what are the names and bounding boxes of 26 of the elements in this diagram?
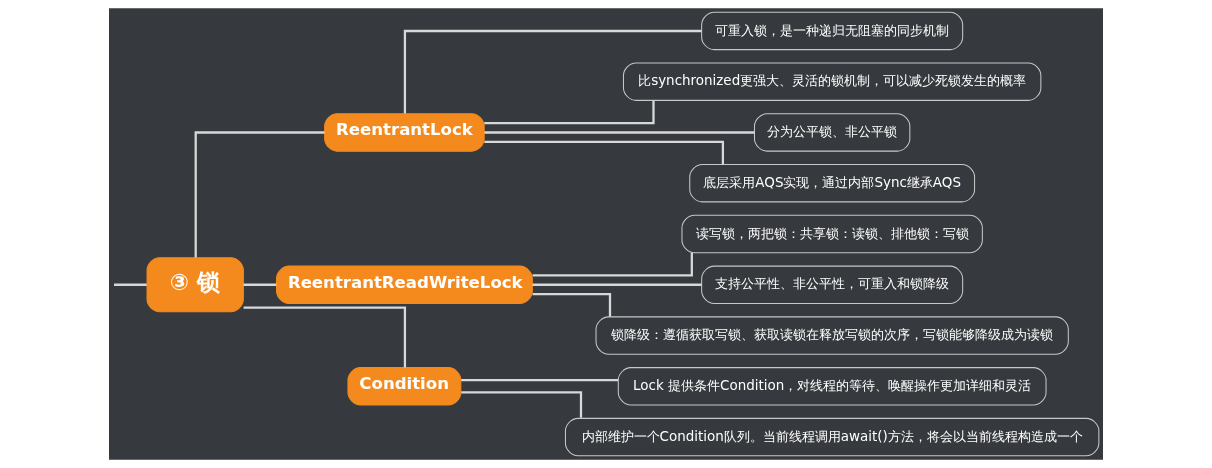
connector [194, 131, 325, 258]
connector [243, 283, 277, 286]
connector [532, 283, 702, 286]
connector [532, 252, 693, 277]
connector [484, 100, 655, 125]
connector [243, 306, 407, 368]
node-box: Condition [347, 367, 462, 406]
node-box: ③ 锁 [146, 257, 244, 313]
connector [461, 378, 619, 382]
connector [484, 140, 725, 165]
node-box: 读写锁，两把锁：共享锁：读锁、排他锁：写锁 [681, 214, 983, 254]
node-box: 比synchronized更强大、灵活的锁机制，可以减少死锁发生的概率 [622, 62, 1042, 101]
node-box: 锁降级：遵循获取写锁、获取读锁在释放写锁的次序，写锁能够降级成为读锁 [595, 316, 1069, 355]
node-box: 底层采用AQS实现，通过内部Sync继承AQS [689, 164, 976, 203]
node-box: Lock 提供条件Condition，对线程的等待、唤醒操作更加详细和灵活 [617, 367, 1047, 406]
node-box: ReentrantReadWriteLock [276, 265, 533, 304]
connector [532, 292, 612, 317]
connector [461, 391, 583, 418]
node-box: 分为公平锁、非公平锁 [753, 113, 911, 152]
node-box: 支持公平性、非公平性，可重入和锁降级 [701, 265, 964, 304]
connector [403, 29, 702, 114]
node-box: 可重入锁，是一种递归无阻塞的同步机制 [701, 11, 964, 51]
node-box: ReentrantLock [324, 113, 485, 152]
connector [484, 131, 755, 134]
node-box: 内部维护一个Condition队列。当前线程调用await()方法，将会以当前线程构造成一个 [564, 417, 1100, 457]
connector [114, 283, 147, 286]
